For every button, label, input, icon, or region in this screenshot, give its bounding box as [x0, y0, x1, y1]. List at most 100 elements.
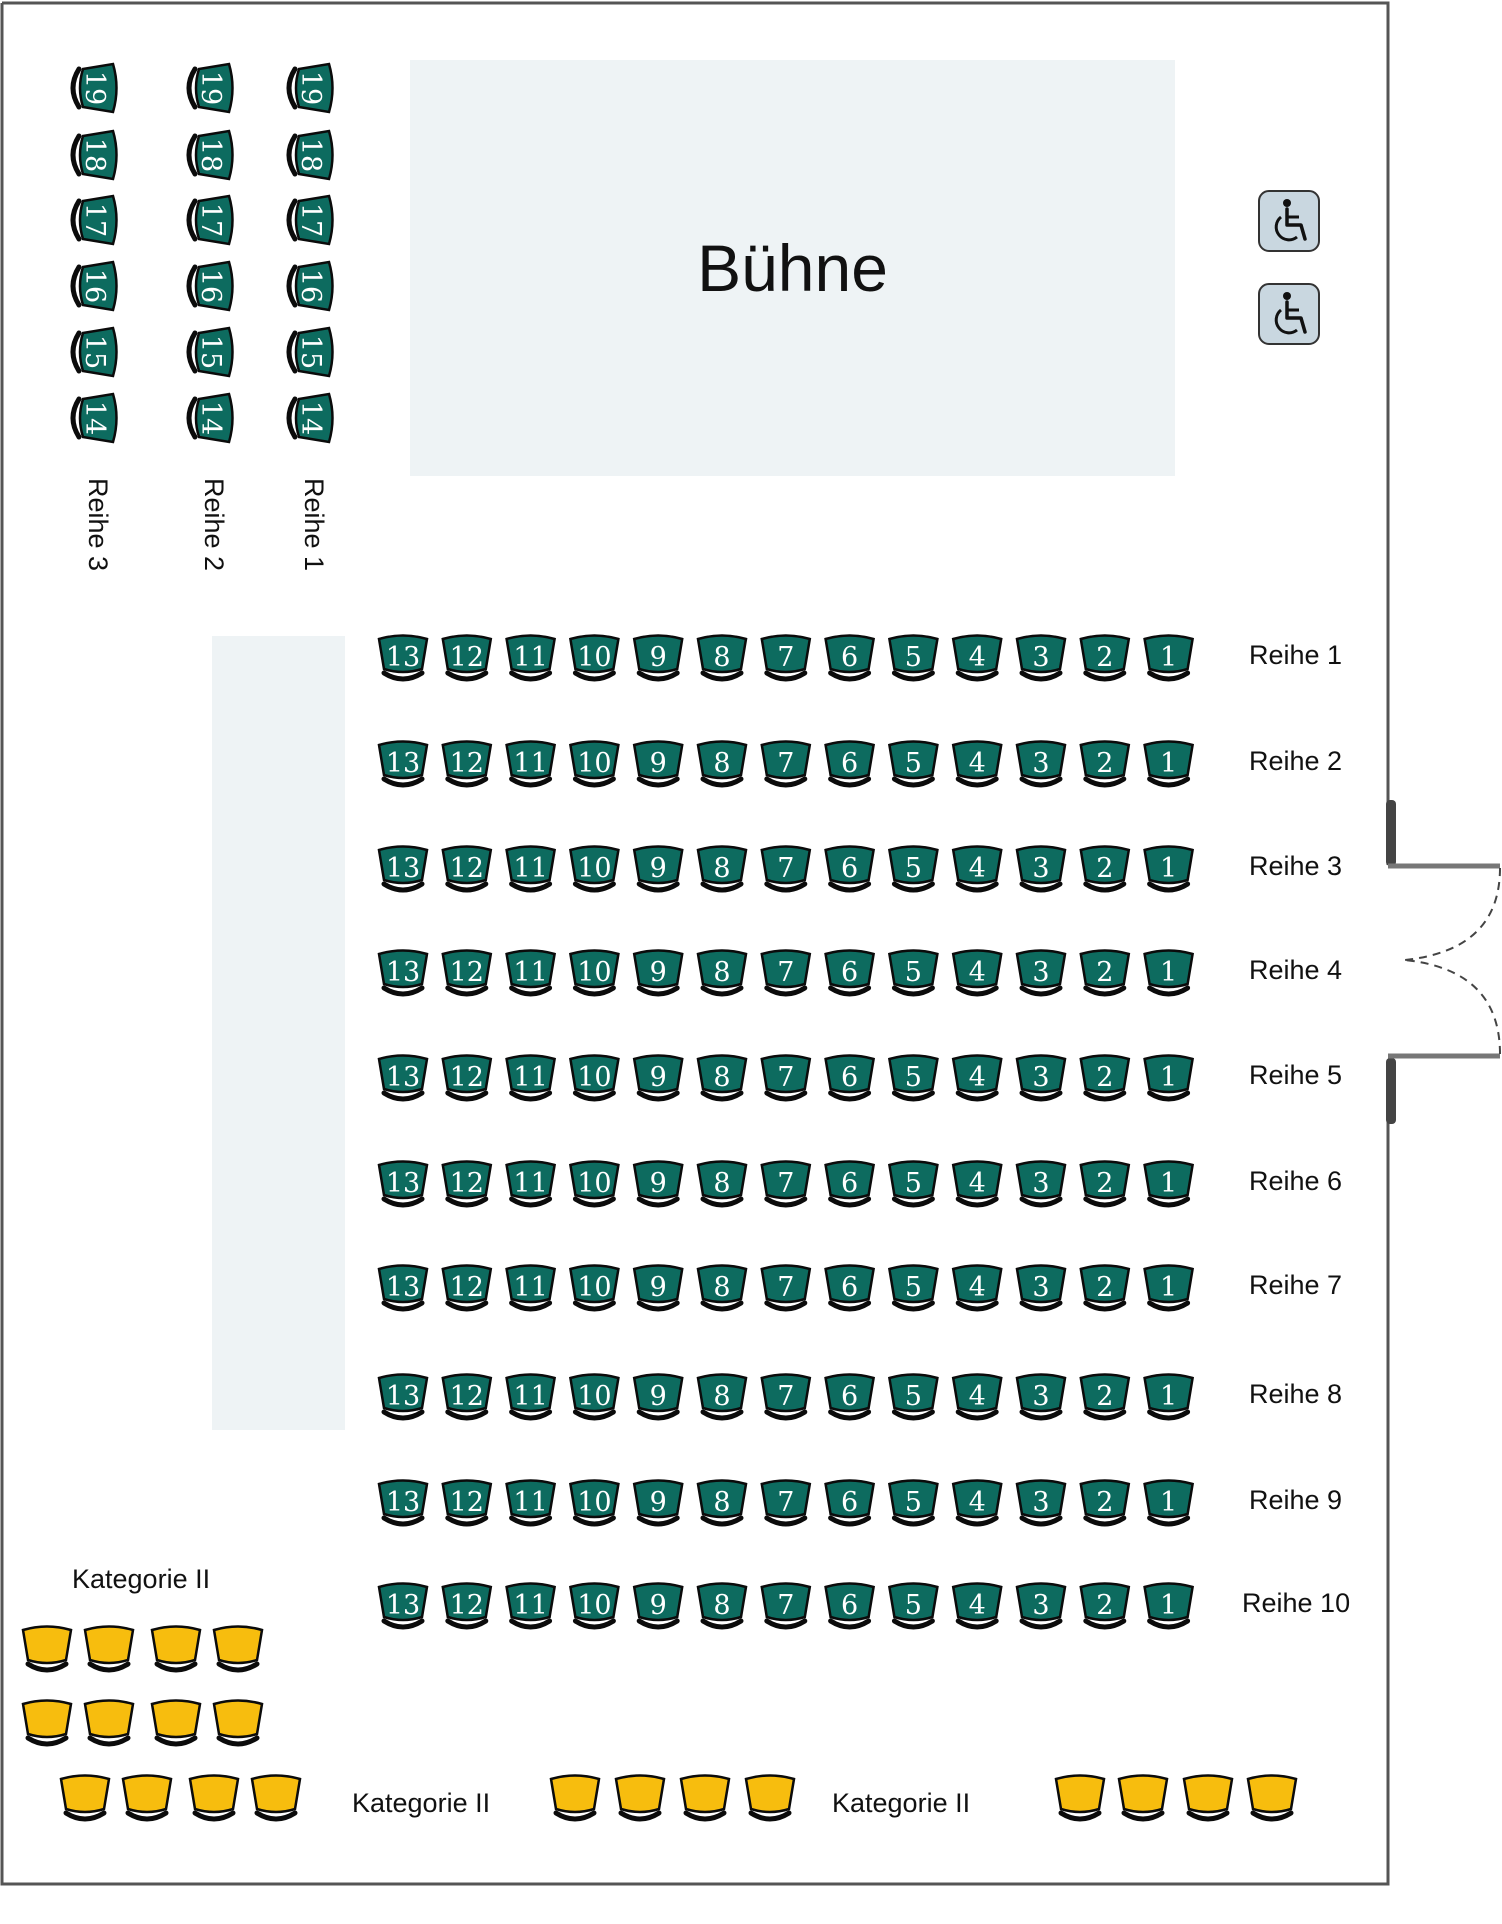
seat[interactable]: 10 — [568, 1054, 620, 1102]
seat[interactable]: 11 — [505, 949, 557, 997]
seat[interactable]: 3 — [1015, 634, 1067, 682]
seat[interactable]: 17 — [70, 194, 118, 246]
seat[interactable]: 6 — [824, 1054, 876, 1102]
seat[interactable]: 5 — [887, 1264, 939, 1312]
seat[interactable]: 6 — [824, 1479, 876, 1527]
seat[interactable]: 10 — [568, 1373, 620, 1421]
seat[interactable]: 7 — [760, 1373, 812, 1421]
seat[interactable]: 4 — [951, 740, 1003, 788]
seat[interactable]: 3 — [1015, 949, 1067, 997]
seat[interactable] — [83, 1699, 135, 1747]
seat[interactable]: 11 — [505, 1160, 557, 1208]
seat[interactable]: 12 — [441, 1264, 493, 1312]
seat[interactable]: 9 — [632, 1373, 684, 1421]
seat[interactable]: 1 — [1143, 740, 1195, 788]
seat[interactable]: 13 — [377, 1054, 429, 1102]
seat[interactable]: 14 — [286, 392, 334, 444]
seat[interactable]: 1 — [1143, 1479, 1195, 1527]
seat[interactable]: 5 — [887, 634, 939, 682]
seat[interactable]: 5 — [887, 1160, 939, 1208]
seat[interactable]: 8 — [696, 634, 748, 682]
seat[interactable]: 12 — [441, 1160, 493, 1208]
seat[interactable] — [21, 1699, 73, 1747]
seat[interactable]: 8 — [696, 1479, 748, 1527]
seat[interactable] — [212, 1625, 264, 1673]
seat[interactable]: 2 — [1079, 1264, 1131, 1312]
seat[interactable]: 8 — [696, 845, 748, 893]
seat[interactable]: 3 — [1015, 1582, 1067, 1630]
seat[interactable]: 1 — [1143, 1160, 1195, 1208]
seat[interactable] — [150, 1699, 202, 1747]
seat[interactable]: 6 — [824, 1264, 876, 1312]
seat[interactable]: 8 — [696, 1160, 748, 1208]
seat[interactable]: 9 — [632, 1582, 684, 1630]
seat[interactable]: 19 — [186, 62, 234, 114]
seat[interactable] — [679, 1774, 731, 1822]
seat[interactable]: 8 — [696, 1373, 748, 1421]
seat[interactable] — [744, 1774, 796, 1822]
seat[interactable]: 2 — [1079, 1582, 1131, 1630]
seat[interactable]: 14 — [70, 392, 118, 444]
seat[interactable]: 13 — [377, 634, 429, 682]
seat[interactable]: 4 — [951, 1160, 1003, 1208]
seat[interactable]: 10 — [568, 949, 620, 997]
seat[interactable]: 12 — [441, 949, 493, 997]
seat[interactable]: 4 — [951, 949, 1003, 997]
seat[interactable]: 6 — [824, 845, 876, 893]
seat[interactable]: 10 — [568, 1479, 620, 1527]
seat[interactable]: 10 — [568, 845, 620, 893]
seat[interactable]: 17 — [286, 194, 334, 246]
seat[interactable]: 3 — [1015, 1373, 1067, 1421]
seat[interactable]: 9 — [632, 845, 684, 893]
seat[interactable]: 6 — [824, 740, 876, 788]
seat[interactable]: 12 — [441, 1054, 493, 1102]
seat[interactable] — [1054, 1774, 1106, 1822]
seat[interactable]: 3 — [1015, 845, 1067, 893]
seat[interactable]: 12 — [441, 634, 493, 682]
seat[interactable] — [1246, 1774, 1298, 1822]
seat[interactable]: 17 — [186, 194, 234, 246]
seat[interactable]: 9 — [632, 634, 684, 682]
seat[interactable]: 13 — [377, 1479, 429, 1527]
seat[interactable]: 3 — [1015, 1160, 1067, 1208]
seat[interactable]: 3 — [1015, 1479, 1067, 1527]
seat[interactable]: 7 — [760, 1582, 812, 1630]
seat[interactable]: 11 — [505, 1479, 557, 1527]
seat[interactable]: 16 — [70, 260, 118, 312]
seat[interactable] — [21, 1625, 73, 1673]
seat[interactable]: 18 — [70, 129, 118, 181]
seat[interactable]: 16 — [186, 260, 234, 312]
seat[interactable] — [212, 1699, 264, 1747]
seat[interactable]: 9 — [632, 949, 684, 997]
seat[interactable]: 6 — [824, 1373, 876, 1421]
seat[interactable]: 6 — [824, 634, 876, 682]
seat[interactable]: 6 — [824, 1160, 876, 1208]
seat[interactable]: 2 — [1079, 1373, 1131, 1421]
seat[interactable]: 11 — [505, 1264, 557, 1312]
seat[interactable]: 1 — [1143, 949, 1195, 997]
seat[interactable]: 1 — [1143, 1054, 1195, 1102]
seat[interactable]: 6 — [824, 1582, 876, 1630]
seat[interactable]: 19 — [286, 62, 334, 114]
seat[interactable]: 10 — [568, 740, 620, 788]
seat[interactable]: 2 — [1079, 1054, 1131, 1102]
seat[interactable]: 10 — [568, 1160, 620, 1208]
seat[interactable]: 5 — [887, 1054, 939, 1102]
seat[interactable]: 1 — [1143, 634, 1195, 682]
seat[interactable]: 5 — [887, 740, 939, 788]
seat[interactable]: 4 — [951, 634, 1003, 682]
seat[interactable]: 4 — [951, 1054, 1003, 1102]
seat[interactable]: 9 — [632, 1479, 684, 1527]
seat[interactable]: 2 — [1079, 740, 1131, 788]
seat[interactable]: 18 — [186, 129, 234, 181]
seat[interactable]: 8 — [696, 740, 748, 788]
seat[interactable]: 2 — [1079, 634, 1131, 682]
seat[interactable]: 4 — [951, 1479, 1003, 1527]
seat[interactable]: 8 — [696, 1264, 748, 1312]
seat[interactable]: 10 — [568, 1582, 620, 1630]
seat[interactable] — [59, 1774, 111, 1822]
seat[interactable]: 13 — [377, 1264, 429, 1312]
seat[interactable]: 5 — [887, 1582, 939, 1630]
seat[interactable]: 1 — [1143, 845, 1195, 893]
seat[interactable]: 11 — [505, 1054, 557, 1102]
